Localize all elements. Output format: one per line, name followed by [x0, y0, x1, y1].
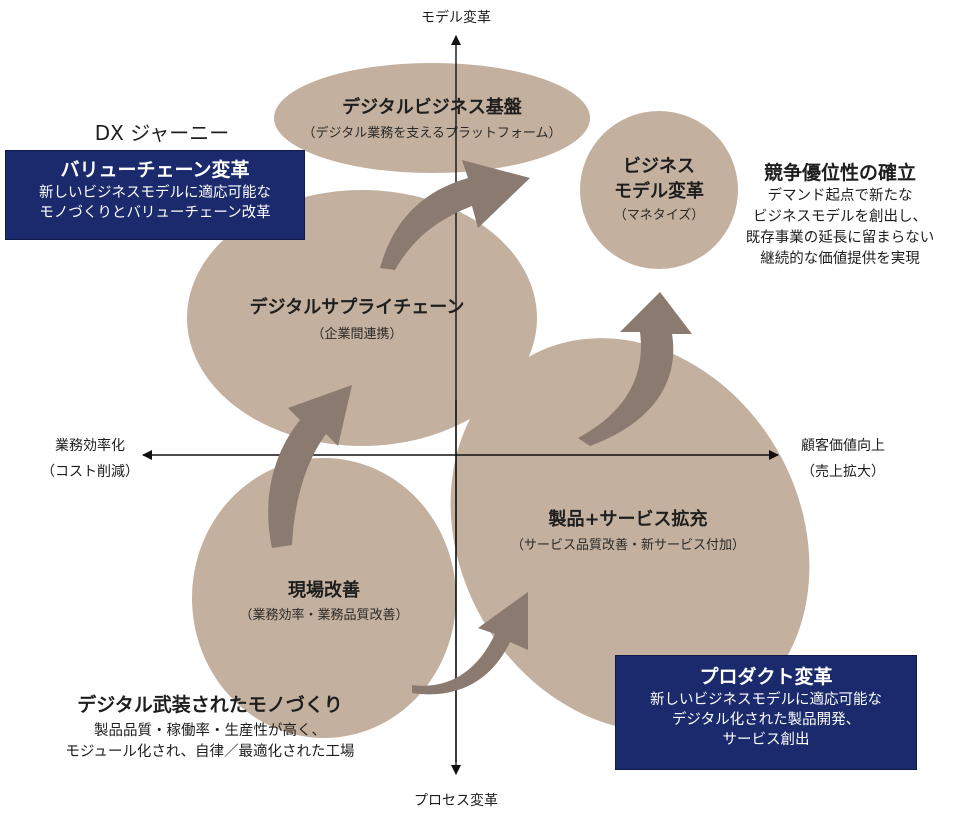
product-box-line-3: サービス創出 — [722, 732, 810, 748]
armed-line-2: モジュール化され、自律／最適化された工場 — [65, 744, 355, 760]
genba-title: 現場改善 — [288, 579, 360, 601]
genba-subtitle: （業務効率・業務品質改善） — [239, 607, 408, 623]
bubble-business-model — [580, 111, 738, 269]
product-service-subtitle: （サービス品質改善・新サービス付加） — [511, 537, 745, 553]
value-chain-title: バリューチェーン変革 — [60, 159, 250, 181]
bubble-genba — [192, 458, 456, 738]
arrow-product-to-model — [578, 292, 692, 446]
axis-left-label-2: （コスト削減） — [41, 463, 139, 480]
value-chain-line-1: 新しいビジネスモデルに適応可能な — [39, 185, 271, 201]
armed-line-1: 製品品質・稼働率・生産性が高く、 — [94, 723, 326, 739]
armed-manufacturing-note: デジタル武装されたモノづくり 製品品質・稼働率・生産性が高く、 モジュール化され… — [10, 692, 410, 763]
product-box: プロダクト変革 新しいビジネスモデルに適応可能な デジタル化された製品開発、 サ… — [615, 655, 917, 770]
axis-bottom-label: プロセス変革 — [414, 792, 498, 809]
bubble-product-service — [450, 338, 810, 732]
product-box-line-1: 新しいビジネスモデルに適応可能な — [650, 692, 882, 708]
business-model-title-1: ビジネス — [623, 156, 695, 177]
armed-title: デジタル武装されたモノづくり — [77, 694, 343, 716]
competitive-title: 競争優位性の確立 — [763, 162, 916, 184]
product-box-line-2: デジタル化された製品開発、 — [671, 712, 861, 728]
product-service-title: 製品+サービス拡充 — [547, 508, 707, 530]
axis-right-label-2: （売上拡大） — [801, 464, 885, 480]
value-chain-line-2: モノづくりとバリューチェーン改革 — [39, 205, 271, 221]
product-box-title: プロダクト変革 — [699, 666, 833, 688]
value-chain-box: バリューチェーン変革 新しいビジネスモデルに適応可能な モノづくりとバリューチェ… — [5, 150, 305, 240]
business-model-title-2: モデル変革 — [614, 180, 704, 202]
bubble-supply-chain — [187, 190, 537, 446]
competitive-line-4: 継続的な価値提供を実現 — [760, 251, 920, 267]
supply-chain-subtitle: （企業間連携） — [311, 326, 402, 342]
axis-left-label-1: 業務効率化 — [55, 437, 125, 454]
competitive-line-1: デマンド起点で新たな — [767, 188, 913, 204]
arrow-genba-to-product — [412, 592, 528, 695]
business-model-subtitle: （マネタイズ） — [614, 207, 705, 223]
supply-chain-title: デジタルサプライチェーン — [250, 296, 465, 318]
axis-top-label: モデル変革 — [421, 9, 491, 26]
axis-right-label-1: 顧客価値向上 — [801, 437, 885, 454]
bubble-digital-business — [274, 63, 590, 173]
competitive-line-2: ビジネスモデルを創出し、 — [753, 209, 927, 225]
competitive-note: 競争優位性の確立 デマンド起点で新たな ビジネスモデルを創出し、 既存事業の延長… — [720, 160, 960, 270]
dx-journey-label: DX ジャーニー — [95, 121, 229, 145]
arrow-supply-to-digital — [380, 160, 530, 270]
competitive-line-3: 既存事業の延長に留まらない — [745, 230, 935, 246]
arrow-genba-to-supply — [268, 385, 352, 548]
digital-business-title: デジタルビジネス基盤 — [342, 96, 523, 118]
digital-business-subtitle: （デジタル業務を支えるプラットフォーム） — [303, 125, 562, 141]
